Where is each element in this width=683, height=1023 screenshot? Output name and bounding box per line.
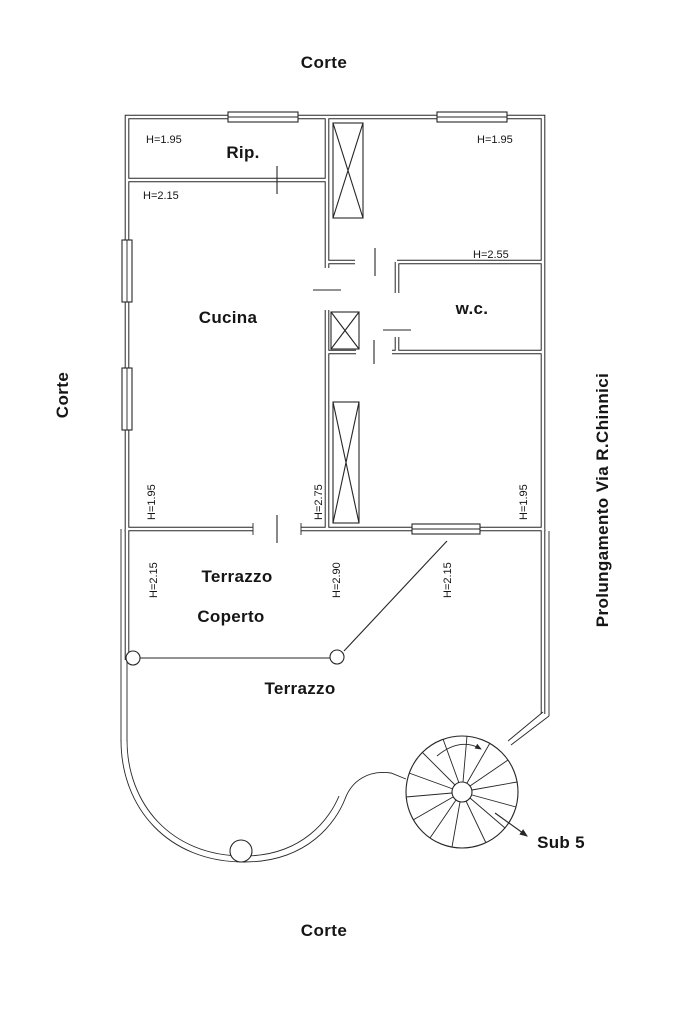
window-top-right bbox=[436, 111, 508, 123]
sub5-arrow bbox=[494, 812, 528, 837]
terrace-column-mid bbox=[329, 649, 345, 665]
height-terrace-mid: H=2.90 bbox=[331, 562, 343, 598]
height-terrace-left: H=2.15 bbox=[148, 562, 160, 598]
window-left-lower bbox=[121, 367, 133, 431]
window-left-upper bbox=[121, 239, 133, 303]
height-terrace-right: H=2.15 bbox=[442, 562, 454, 598]
terrace-column-curve bbox=[229, 839, 253, 863]
covered-terrace-boundary bbox=[125, 540, 448, 863]
room-label-cucina: Cucina bbox=[199, 308, 258, 327]
shaft-top bbox=[332, 122, 364, 219]
door-ticks bbox=[276, 166, 411, 543]
room-label-wc: w.c. bbox=[455, 299, 489, 318]
height-top-right: H=1.95 bbox=[477, 134, 513, 146]
label-corte-bottom: Corte bbox=[301, 921, 347, 940]
spiral-staircase-steps bbox=[405, 735, 518, 848]
height-wc: H=2.55 bbox=[473, 249, 509, 261]
terrace-outline bbox=[120, 529, 550, 863]
room-label-terrazzo: Terrazzo bbox=[264, 679, 335, 698]
label-sub5: Sub 5 bbox=[537, 833, 585, 852]
label-corte-top: Corte bbox=[301, 53, 347, 72]
label-street-right: Prolungamento Via R.Chinnici bbox=[593, 373, 612, 628]
staircase-center-post bbox=[451, 781, 473, 803]
height-corridor: H=2.75 bbox=[313, 484, 325, 520]
height-bottom-right: H=1.95 bbox=[518, 484, 530, 520]
height-bottom-left: H=1.95 bbox=[146, 484, 158, 520]
label-corte-left: Corte bbox=[53, 372, 72, 418]
room-label-terrazzo-coperto-2: Coperto bbox=[197, 607, 264, 626]
window-top-left bbox=[227, 111, 299, 123]
height-cucina: H=2.15 bbox=[143, 190, 179, 202]
shaft-middle bbox=[330, 311, 360, 350]
room-label-terrazzo-coperto-1: Terrazzo bbox=[201, 567, 272, 586]
room-label-rip: Rip. bbox=[226, 143, 259, 162]
shaft-bottom bbox=[332, 401, 360, 524]
window-bottom bbox=[411, 523, 481, 535]
staircase-direction-arrow bbox=[436, 743, 482, 757]
spiral-staircase bbox=[405, 735, 519, 849]
terrace-column-left bbox=[125, 650, 141, 666]
height-rip: H=1.95 bbox=[146, 134, 182, 146]
